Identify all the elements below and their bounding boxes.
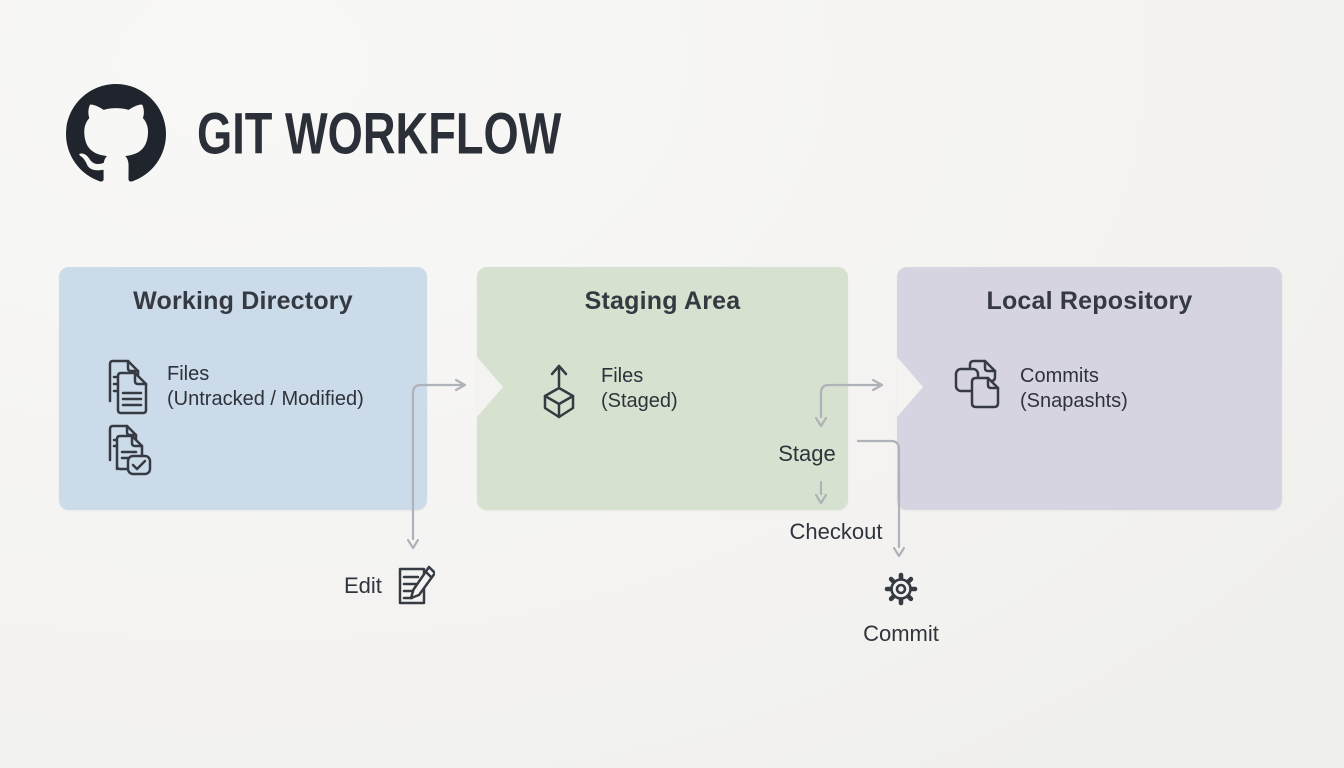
label-checkout: Checkout	[789, 519, 883, 544]
github-logo-icon	[66, 84, 166, 182]
item-label-primary: Files	[167, 363, 210, 385]
label-stage: Stage	[778, 441, 836, 466]
files-approved-icon	[108, 424, 152, 476]
commit-copies-icon	[954, 359, 1000, 409]
cube-up-arrow-icon	[543, 364, 575, 419]
label-edit: Edit	[344, 573, 382, 598]
edit-document-pencil-icon	[398, 565, 435, 605]
box-working-directory: Working Directory Files (Untracked / Mod…	[59, 267, 427, 510]
page-title: GIT WORKFLOW	[197, 101, 562, 167]
box-local-repository: Local Repository Commits (Snapashts)	[897, 267, 1282, 510]
edit-action: Edit	[344, 563, 435, 609]
item-label-secondary: (Snapashts)	[1020, 390, 1128, 412]
box-title: Local Repository	[986, 287, 1193, 315]
box-title: Working Directory	[133, 287, 353, 315]
box-title: Staging Area	[584, 287, 741, 315]
item-label-primary: Files	[601, 365, 644, 387]
item-label-secondary: (Staged)	[601, 390, 678, 412]
box-staging-area: Staging Area Files (Staged)	[477, 267, 848, 510]
item-label-secondary: (Untracked / Modified)	[167, 388, 364, 410]
files-stack-icon	[108, 359, 148, 415]
label-commit: Commit	[863, 621, 939, 646]
gear-icon	[884, 572, 918, 606]
item-label-primary: Commits	[1020, 365, 1099, 387]
